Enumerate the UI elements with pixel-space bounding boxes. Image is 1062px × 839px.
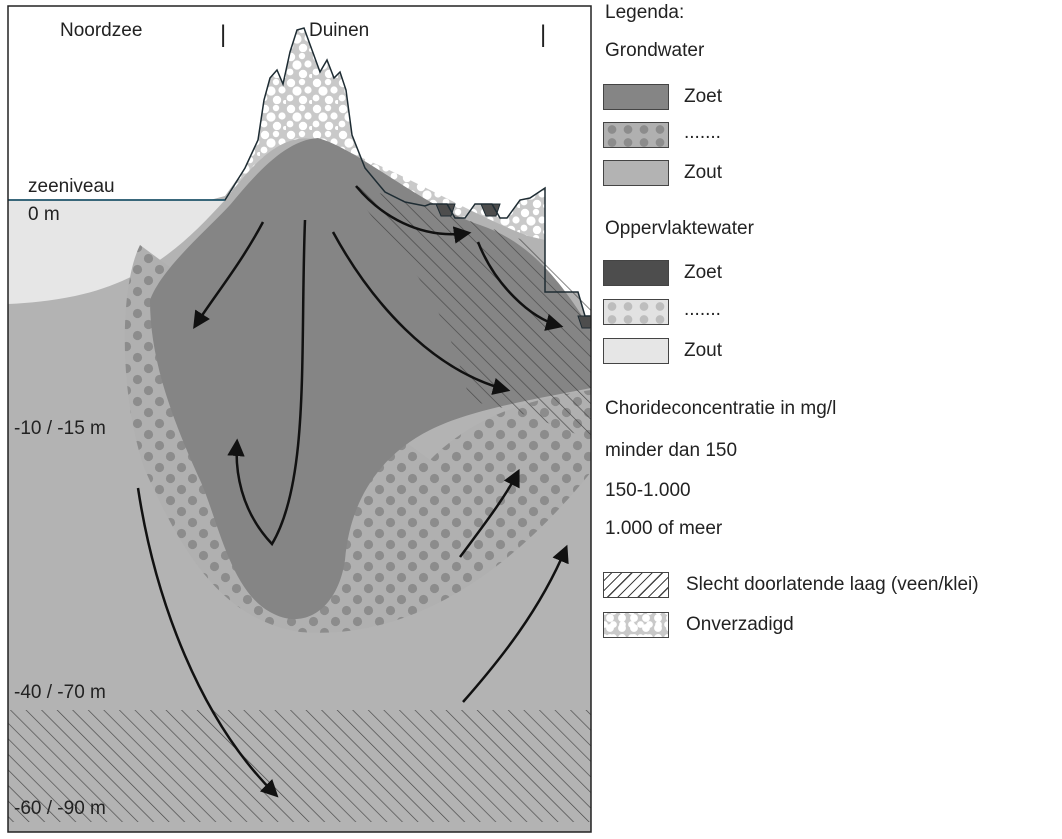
legend-chloride-low: minder dan 150 bbox=[605, 440, 738, 461]
swatch-surfacewater-brackish bbox=[603, 299, 669, 325]
label-depth-0: 0 m bbox=[28, 204, 60, 225]
diagram-frame bbox=[7, 5, 592, 833]
label-zeeniveau: zeeniveau bbox=[28, 176, 115, 197]
unsaturated-zone bbox=[225, 28, 545, 240]
legend-surfacewater-brackish: ....... bbox=[684, 299, 721, 320]
legend-groundwater-fresh: Zoet bbox=[684, 86, 723, 107]
legend-surfacewater-fresh: Zoet bbox=[684, 262, 723, 283]
swatch-surfacewater-salt bbox=[603, 338, 669, 364]
swatch-surfacewater-fresh bbox=[603, 260, 669, 286]
swatch-groundwater-salt bbox=[603, 160, 669, 186]
sea-water bbox=[8, 200, 225, 304]
flow-arrow bbox=[476, 241, 564, 331]
flow-arrow bbox=[355, 185, 472, 244]
legend-clay-layer: Slecht doorlatende laag (veen/klei) bbox=[686, 574, 979, 595]
swatch-groundwater-fresh bbox=[603, 84, 669, 110]
flow-arrow bbox=[227, 219, 307, 547]
separator-2: | bbox=[540, 21, 546, 48]
legend-surfacewater-salt: Zout bbox=[684, 340, 723, 361]
flow-arrow bbox=[458, 468, 520, 558]
flow-arrows bbox=[136, 185, 569, 798]
legend-groundwater-brackish: ....... bbox=[684, 122, 721, 143]
label-noordzee: Noordzee bbox=[60, 20, 142, 41]
label-depth-60-90: -60 / -90 m bbox=[14, 798, 106, 819]
label-depth-10-15: -10 / -15 m bbox=[14, 418, 106, 439]
label-depth-40-70: -40 / -70 m bbox=[14, 682, 106, 703]
legend-unsaturated: Onverzadigd bbox=[686, 614, 794, 635]
legend-chloride-high: 1.000 of meer bbox=[605, 518, 723, 539]
legend-surfacewater-heading: Oppervlaktewater bbox=[605, 218, 754, 239]
flow-arrow bbox=[193, 221, 265, 329]
deep-clay-layer bbox=[8, 710, 591, 822]
legend-chloride-mid: 150-1.000 bbox=[605, 480, 691, 501]
sky-area bbox=[8, 6, 591, 316]
legend-title: Legenda: bbox=[605, 2, 685, 23]
flow-arrow bbox=[462, 544, 569, 703]
separator-1: | bbox=[220, 21, 226, 48]
peat-clay-layer bbox=[352, 185, 591, 440]
label-duinen: Duinen bbox=[309, 20, 369, 41]
swatch-unsaturated bbox=[603, 612, 669, 638]
flow-arrow bbox=[331, 231, 511, 395]
legend-groundwater-heading: Grondwater bbox=[605, 40, 705, 61]
surface-outline bbox=[8, 27, 591, 317]
swatch-clay-layer bbox=[603, 572, 669, 598]
polder-ditches bbox=[435, 203, 591, 329]
swatch-groundwater-brackish bbox=[603, 122, 669, 148]
flow-arrow bbox=[136, 487, 279, 798]
legend-chloride-heading: Chorideconcentratie in mg/l bbox=[605, 398, 837, 419]
legend-groundwater-salt: Zout bbox=[684, 162, 723, 183]
